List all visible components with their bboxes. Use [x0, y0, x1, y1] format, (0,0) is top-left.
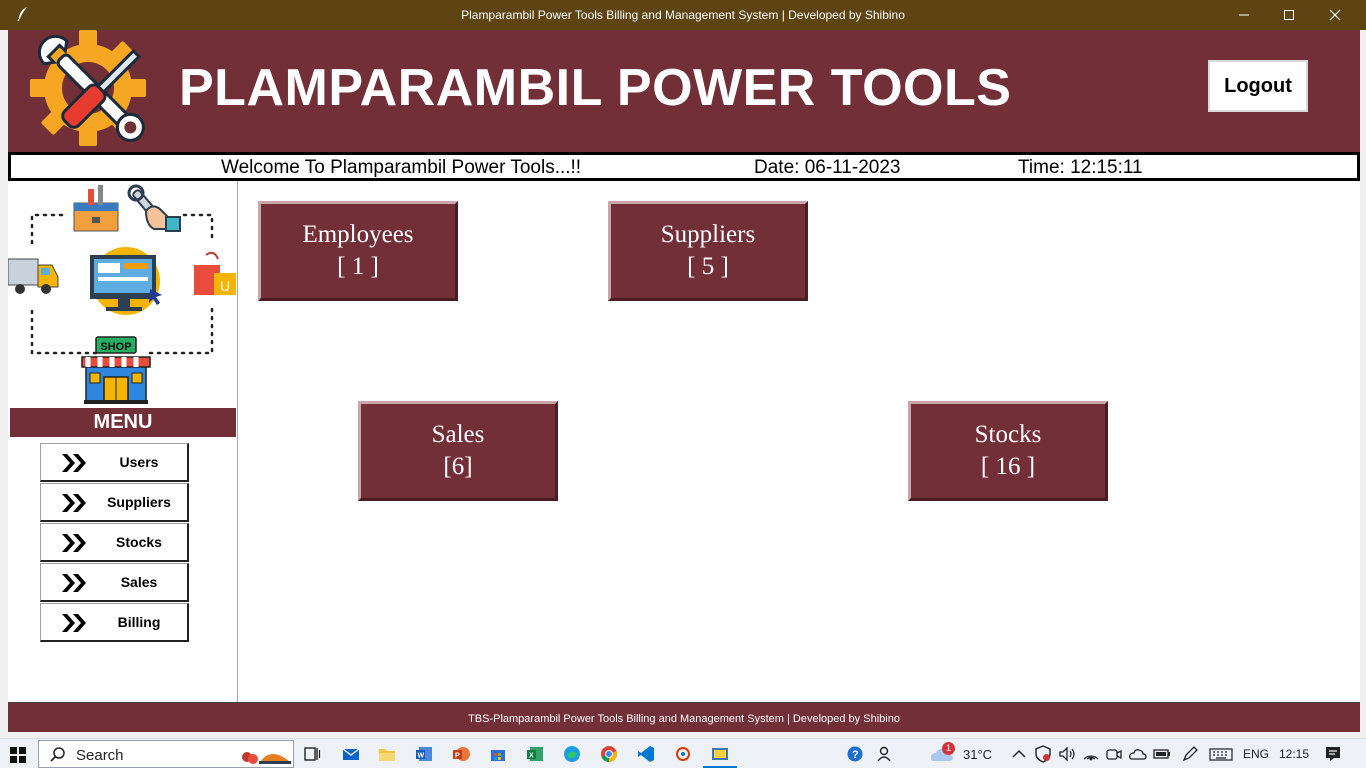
shop-sign-text: SHOP [100, 341, 131, 353]
help-icon[interactable]: ? [846, 745, 864, 763]
logout-button[interactable]: Logout [1208, 60, 1308, 112]
pen-icon[interactable] [1181, 745, 1199, 763]
file-explorer-icon[interactable] [378, 745, 396, 763]
dashboard-area: Employees [ 1 ] Suppliers [ 5 ] Sales [6… [238, 181, 1360, 702]
search-highlight-icon [242, 752, 291, 764]
weather-badge: 1 [942, 742, 955, 755]
double-chevron-icon [62, 574, 86, 592]
onedrive-cloud-icon[interactable] [1129, 745, 1147, 763]
taskbar-clock[interactable]: 12:15 [1279, 747, 1310, 761]
info-strip: Welcome To Plamparambil Power Tools...!!… [8, 152, 1360, 181]
sidebar: U SHOP MENU Users Suppliers Stocks Sales [8, 181, 238, 702]
shopping-bag-icon: U [194, 251, 236, 295]
computer-icon [90, 247, 162, 315]
date-display: Date: 06-11-2023 [754, 157, 901, 178]
employees-label: Employees [302, 221, 414, 248]
shop-icon: SHOP [81, 336, 151, 404]
sales-label: Sales [431, 421, 485, 448]
keyboard-icon[interactable] [1209, 745, 1233, 763]
temperature-text[interactable]: 31°C [963, 747, 993, 762]
time-display: Time: 12:15:11 [1018, 157, 1143, 178]
security-shield-icon[interactable] [1034, 745, 1052, 763]
search-label: Search [76, 747, 124, 764]
chrome-icon[interactable] [600, 745, 618, 763]
menu-suppliers-label: Suppliers [107, 494, 171, 510]
battery-icon[interactable] [1153, 745, 1171, 763]
employees-count: [ 1 ] [337, 253, 379, 280]
minimize-button[interactable] [1221, 0, 1267, 30]
suppliers-label: Suppliers [660, 221, 756, 248]
window-title: Plamparambil Power Tools Billing and Man… [461, 8, 905, 22]
powerpoint-icon[interactable]: P [452, 745, 470, 763]
feather-app-icon [17, 7, 27, 22]
window-titlebar: Plamparambil Power Tools Billing and Man… [0, 0, 1366, 30]
maximize-icon [1284, 10, 1294, 20]
people-icon[interactable] [876, 745, 894, 763]
menu-sales-button[interactable]: Sales [40, 563, 189, 602]
shop-illustration: U SHOP [8, 184, 236, 404]
store-icon[interactable] [489, 745, 507, 763]
double-chevron-icon [62, 454, 86, 472]
welcome-text: Welcome To Plamparambil Power Tools...!! [221, 157, 582, 178]
python-app-icon[interactable] [711, 745, 729, 763]
svg-text:P: P [455, 753, 460, 760]
app-footer: TBS-Plamparambil Power Tools Billing and… [8, 702, 1360, 732]
notification-icon[interactable] [1324, 745, 1342, 763]
wifi-icon[interactable] [1082, 745, 1100, 763]
delivery-truck-icon [8, 258, 59, 294]
edge-icon[interactable] [563, 745, 581, 763]
stocks-tile[interactable]: Stocks [ 16 ] [908, 401, 1108, 501]
stocks-count: [ 16 ] [980, 453, 1036, 480]
menu-billing-button[interactable]: Billing [40, 603, 189, 642]
minimize-icon [1239, 14, 1249, 16]
sales-tile[interactable]: Sales [6] [358, 401, 558, 501]
volume-icon[interactable] [1058, 745, 1076, 763]
menu-stocks-button[interactable]: Stocks [40, 523, 189, 562]
menu-users-button[interactable]: Users [40, 443, 189, 482]
svg-text:X: X [529, 753, 534, 760]
meet-now-icon[interactable] [1105, 745, 1123, 763]
brand-title: PLAMPARAMBIL POWER TOOLS [179, 59, 1012, 117]
svg-text:U: U [220, 278, 230, 294]
menu-suppliers-button[interactable]: Suppliers [40, 483, 189, 522]
app-header: PLAMPARAMBIL POWER TOOLS Logout [8, 30, 1360, 152]
taskbar-search-box[interactable]: Search [38, 740, 294, 768]
windows-start-icon[interactable] [10, 747, 26, 763]
tools-logo-icon [30, 30, 146, 146]
active-app-indicator [703, 766, 737, 768]
menu-stocks-label: Stocks [116, 534, 162, 550]
windows-taskbar: Search W P X ? 1 31°C ENG 12:15 [0, 738, 1366, 768]
task-view-icon[interactable] [303, 745, 321, 763]
suppliers-count: [ 5 ] [687, 253, 729, 280]
employees-tile[interactable]: Employees [ 1 ] [258, 201, 458, 301]
menu-title: MENU [10, 408, 236, 437]
stocks-label: Stocks [974, 421, 1042, 448]
suppliers-tile[interactable]: Suppliers [ 5 ] [608, 201, 808, 301]
double-chevron-icon [62, 534, 86, 552]
svg-text:W: W [418, 753, 425, 760]
excel-icon[interactable]: X [526, 745, 544, 763]
sales-count: [6] [443, 453, 473, 480]
search-icon [50, 747, 65, 762]
maximize-button[interactable] [1266, 0, 1312, 30]
menu-users-label: Users [119, 454, 159, 470]
mail-icon[interactable] [342, 745, 360, 763]
chevron-up-icon[interactable] [1010, 745, 1028, 763]
word-icon[interactable]: W [415, 745, 433, 763]
menu-sales-label: Sales [120, 574, 158, 590]
paint-icon[interactable] [674, 745, 692, 763]
menu-billing-label: Billing [117, 614, 161, 630]
toolbox-icon [73, 185, 119, 232]
svg-text:?: ? [852, 749, 859, 761]
close-icon [1329, 9, 1341, 21]
language-indicator[interactable]: ENG [1243, 747, 1270, 761]
close-button[interactable] [1312, 0, 1358, 30]
double-chevron-icon [62, 614, 86, 632]
vscode-icon[interactable] [637, 745, 655, 763]
footer-credit: TBS-Plamparambil Power Tools Billing and… [468, 713, 900, 725]
double-chevron-icon [62, 494, 86, 512]
wrench-hand-icon [127, 184, 181, 232]
